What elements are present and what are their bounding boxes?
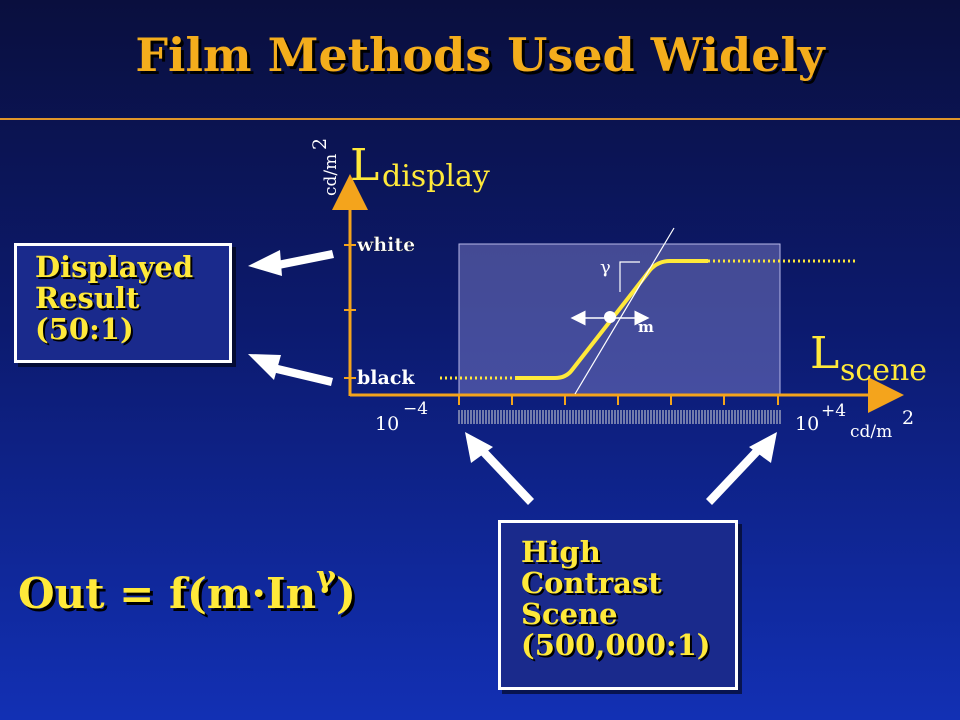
slide-title: Film Methods Used Widely	[135, 28, 825, 82]
x-axis-unit: cd/m	[850, 422, 892, 442]
displayed-line-2: Result	[35, 281, 140, 315]
scene-line-4: (500,000:1)	[521, 628, 711, 662]
y-tick-white-label: white	[356, 234, 415, 256]
formula-close: )	[335, 569, 356, 618]
y-tick-black-label: black	[357, 367, 415, 389]
gamma-label: γ	[600, 257, 611, 278]
x-axis-symbol: L	[810, 328, 839, 379]
x-axis-subscript: scene	[840, 353, 927, 388]
y-axis-unit-exp: 2	[309, 138, 331, 150]
scene-line-3: Scene	[521, 597, 618, 631]
displayed-result-box: Displayed Result (50:1)	[14, 243, 232, 363]
x-max-exp: +4	[821, 401, 846, 421]
gamma-tangent-line	[574, 227, 675, 395]
y-axis-symbol: L	[350, 140, 379, 191]
y-axis-subscript: display	[382, 159, 490, 194]
scene-range-bar	[458, 410, 781, 424]
displayed-line-3: (50:1)	[35, 312, 134, 346]
midpoint-dot	[604, 311, 616, 323]
pointer-arrows	[248, 250, 777, 505]
gamma-bracket	[619, 261, 640, 292]
m-label: m	[638, 318, 654, 336]
x-min-exp: −4	[403, 399, 428, 419]
high-contrast-scene-box: High Contrast Scene (500,000:1)	[498, 520, 738, 690]
x-max-base: 10	[795, 413, 819, 435]
displayed-line-1: Displayed	[35, 250, 194, 284]
x-axis-unit-exp: 2	[902, 407, 914, 429]
y-ticks	[344, 244, 356, 379]
formula: Out = f(m·Inγ)	[18, 560, 356, 618]
formula-exponent: γ	[316, 560, 336, 595]
scene-line-1: High	[521, 535, 601, 569]
y-axis-unit: cd/m	[321, 154, 341, 196]
title-divider	[0, 118, 960, 120]
scene-line-2: Contrast	[521, 566, 662, 600]
formula-main: Out = f(m·In	[18, 569, 317, 618]
x-ticks	[458, 395, 779, 405]
x-min-base: 10	[375, 413, 399, 435]
